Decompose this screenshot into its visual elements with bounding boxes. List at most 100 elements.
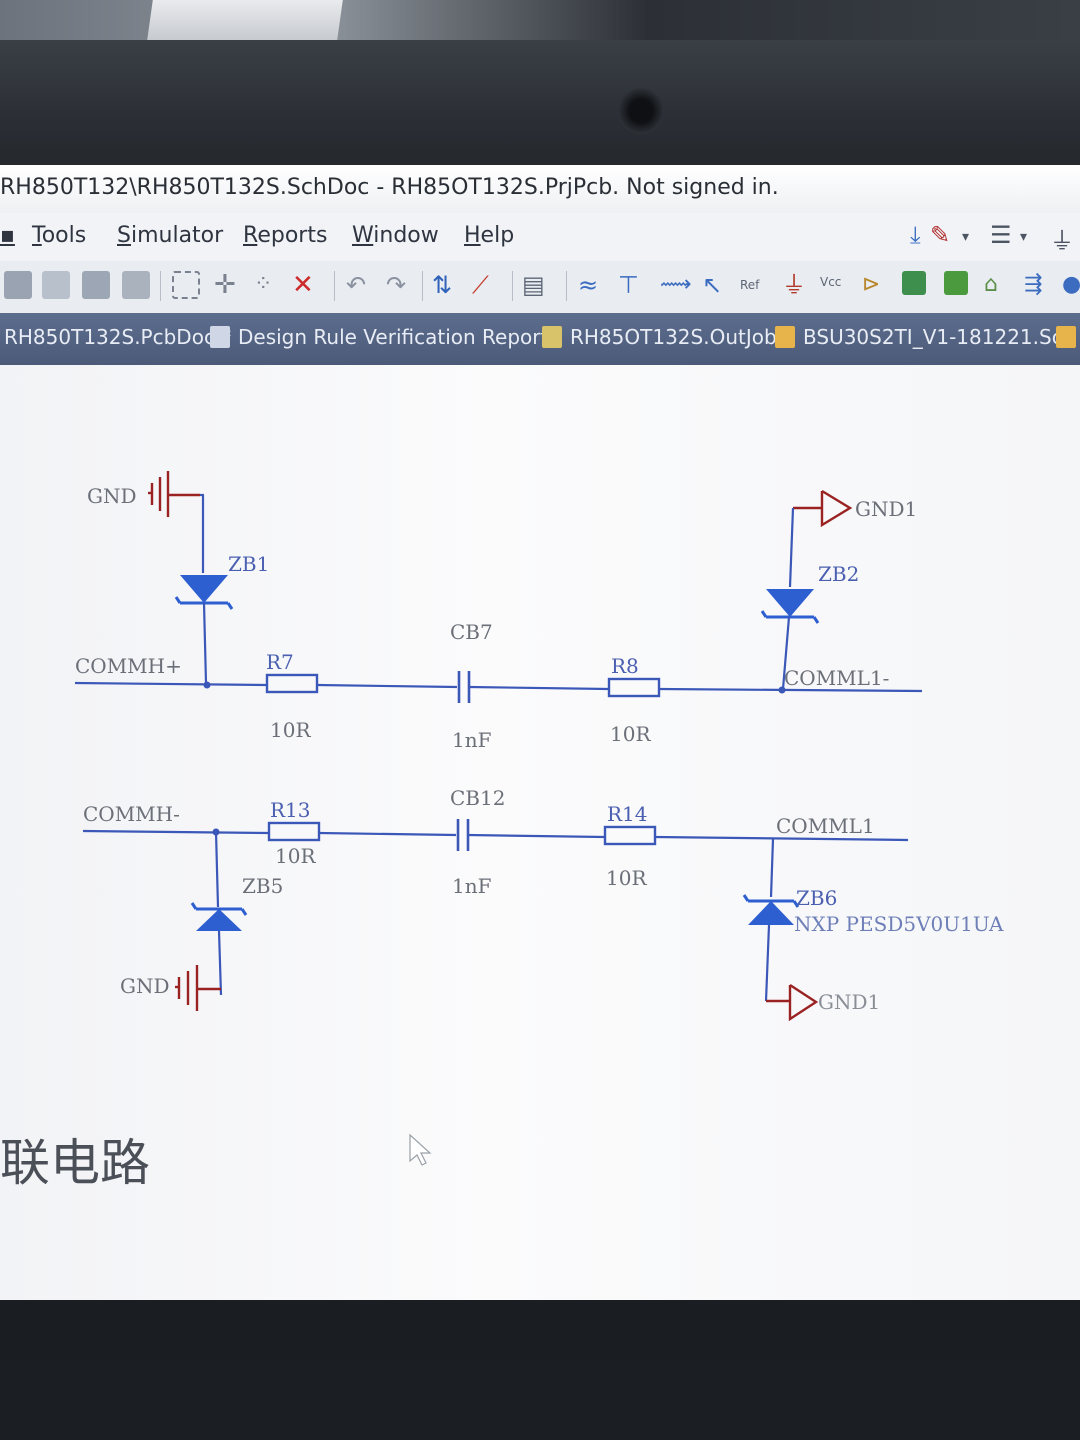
toolbar-separator-2 <box>334 271 335 301</box>
sheet-entry-icon[interactable] <box>944 271 968 295</box>
wire-cb12-r14 <box>467 833 605 839</box>
cross-probe-icon[interactable]: ⟋ <box>472 271 489 299</box>
r7-designator: R7 <box>266 650 294 674</box>
align-tool-icon[interactable]: ☰ <box>990 221 1012 249</box>
gnd1-label-bottom-right: GND1 <box>818 990 880 1014</box>
wire-cb7-r8 <box>468 685 609 691</box>
menu-reports[interactable]: Reports <box>243 223 328 248</box>
gnd-bottom-left[interactable]: GND <box>120 965 221 1011</box>
cb7-value: 1nF <box>452 728 492 752</box>
toolbar-separator-3 <box>422 271 423 301</box>
toolbar-separator <box>160 271 161 301</box>
wire-comml-minus-zb6 <box>769 838 775 898</box>
place-part-icon[interactable]: ⊳ <box>862 272 881 297</box>
copy-icon[interactable] <box>42 271 70 299</box>
place-tool-icon[interactable]: ✎ <box>930 221 951 249</box>
monitor-bezel <box>0 40 1080 170</box>
menu-tools[interactable]: Tools <box>32 223 87 248</box>
wire-r14-comml-minus <box>654 835 909 842</box>
resistor-r14[interactable] <box>603 825 657 846</box>
r7-value: 10R <box>270 718 311 742</box>
wire-tool-icon[interactable]: ⤓ <box>910 221 921 249</box>
zb2-designator: ZB2 <box>818 562 859 586</box>
wire-r7-cb7 <box>316 683 458 689</box>
wire-zb2-comml <box>781 616 791 690</box>
zb6-part-number: NXP PESD5V0U1UA <box>794 912 1004 936</box>
rubber-stamp-icon[interactable] <box>122 271 150 299</box>
redo-icon[interactable]: ↷ <box>386 271 407 299</box>
tab-drc-report-label: Design Rule Verification Report <box>238 325 549 349</box>
wire-commh-minus-r13 <box>82 829 269 835</box>
wire-r13-cb12 <box>318 831 457 837</box>
gnd1-top-right[interactable]: GND1 <box>793 489 917 528</box>
hierarchy-icon[interactable]: ⇅ <box>432 271 453 299</box>
gnd-top-left[interactable]: GND <box>87 471 204 517</box>
toolbar-separator-5 <box>566 271 567 301</box>
move-icon[interactable]: ✛ <box>214 270 236 300</box>
net-comml-plus: COMML1- <box>784 666 889 690</box>
dropdown-arrow-icon-2[interactable]: ▾ <box>1020 229 1028 245</box>
r8-designator: R8 <box>611 654 639 678</box>
r14-designator: R14 <box>607 802 648 826</box>
tab-schdoc-label: BSU30S2TI_V1-181221.Sch <box>803 325 1076 349</box>
resistor-r8[interactable] <box>607 677 661 698</box>
cb12-designator: CB12 <box>450 786 505 810</box>
capacitor-cb12[interactable] <box>456 819 470 851</box>
port-icon[interactable]: ● <box>1062 272 1080 297</box>
browse-library-icon[interactable]: ▤ <box>522 271 545 299</box>
net-ref-icon[interactable]: Ref <box>740 278 760 292</box>
sheet-symbol-icon[interactable] <box>902 271 926 295</box>
dropdown-arrow-icon[interactable]: ▾ <box>962 229 970 245</box>
wire-r8-comml <box>658 687 923 693</box>
gnd-port-icon[interactable]: ⏚ <box>782 271 806 299</box>
r14-value: 10R <box>606 866 647 890</box>
cb12-value: 1nF <box>452 874 492 898</box>
monitor-bottom-bezel <box>0 1360 1080 1440</box>
paste-icon[interactable] <box>82 271 110 299</box>
clear-selection-icon[interactable]: ✕ <box>292 270 314 300</box>
wire-icon[interactable]: ≈ <box>578 271 599 299</box>
ground-tool-icon[interactable]: ⏚ <box>1050 227 1074 255</box>
menu-window[interactable]: Window <box>352 223 439 248</box>
undo-icon[interactable]: ↶ <box>346 271 367 299</box>
diode-zb5[interactable] <box>190 902 248 931</box>
menu-simulator[interactable]: Simulator <box>117 223 224 248</box>
tab-drc-report[interactable]: Design Rule Verification Report <box>210 325 548 349</box>
wire-gnd1-zb2 <box>788 507 795 588</box>
diode-zb2[interactable] <box>760 589 820 624</box>
schematic-drawing: GND ZB1 COMMH+ <box>0 471 1004 1192</box>
zb6-designator: ZB6 <box>796 886 837 910</box>
net-comml-minus: COMML1 <box>776 814 875 838</box>
tab-pcbdoc[interactable]: RH850T132S.PcbDoc * <box>4 325 232 349</box>
diode-zb6[interactable] <box>742 894 800 925</box>
schematic-icon <box>775 326 795 348</box>
wire-zb5-gnd <box>217 930 223 996</box>
webcam-icon <box>618 88 664 134</box>
menu-help[interactable]: Help <box>464 223 515 248</box>
vcc-port-icon[interactable]: Vcc <box>820 275 842 289</box>
schematic-canvas[interactable]: GND ZB1 COMMH+ <box>0 365 1080 1300</box>
bus-entry-icon[interactable]: ⟿ <box>660 272 692 297</box>
tab-outjob-label: RH85OT132S.OutJob <box>570 325 777 349</box>
tab-overflow[interactable] <box>1056 325 1080 349</box>
gnd1-bottom-right[interactable]: GND1 <box>766 983 880 1022</box>
circuit-caption: 联电路 <box>0 1134 150 1192</box>
select-area-icon[interactable] <box>172 271 200 299</box>
tab-schdoc[interactable]: BSU30S2TI_V1-181221.Sch <box>775 325 1075 349</box>
harness-icon[interactable]: ⇶ <box>1024 272 1043 297</box>
resistor-r7[interactable] <box>265 673 319 694</box>
device-sheet-icon[interactable]: ⌂ <box>984 272 998 297</box>
bus-icon[interactable]: ⊤ <box>618 271 639 299</box>
diode-zb1[interactable] <box>174 575 234 610</box>
select-overlap-icon[interactable]: ⁘ <box>254 272 273 297</box>
resistor-r13[interactable] <box>267 821 321 842</box>
cut-icon[interactable] <box>4 271 32 299</box>
zb5-designator: ZB5 <box>242 874 283 898</box>
menu-right-toolbar: ⤓ ✎ ▾ ☰ ▾ ⏚ <box>910 221 1080 255</box>
mouse-cursor-icon <box>409 1133 432 1166</box>
tab-outjob[interactable]: RH85OT132S.OutJob <box>542 325 777 349</box>
outjob-icon <box>542 326 562 348</box>
capacitor-cb7[interactable] <box>457 671 471 703</box>
zb1-designator: ZB1 <box>228 552 269 576</box>
net-label-icon[interactable]: ↖ <box>702 271 723 299</box>
